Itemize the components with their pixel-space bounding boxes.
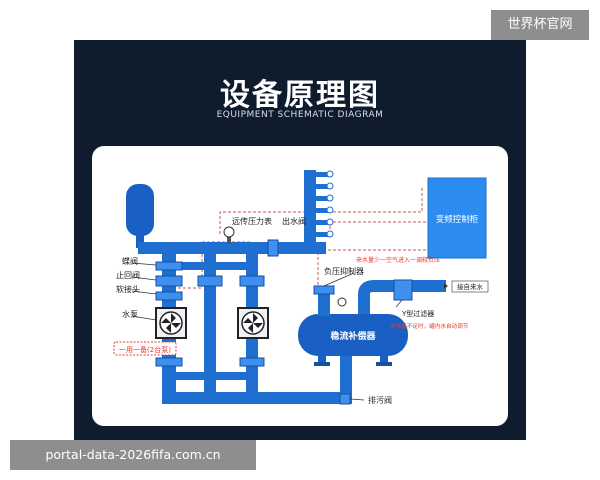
inflow-note: 来水量少一空气进入一调释负压 — [356, 256, 440, 264]
outlet-taps — [316, 172, 330, 237]
vfd-cabinet — [427, 177, 487, 259]
outlet-valve-label: 出水阀 — [282, 216, 306, 226]
y-filter-icon — [393, 279, 413, 301]
schematic-panel: 设备原理图 EQUIPMENT SCHEMATIC DIAGRAM — [74, 40, 526, 440]
pump-label: 水泵 — [122, 309, 138, 319]
schematic-diagram: 稳流补偿器 变频控制柜 远传 — [113, 170, 489, 405]
column-2 — [204, 254, 216, 394]
tank-label: 稳流补偿器 — [330, 330, 376, 342]
y-filter-label: Y型过滤器 — [401, 309, 434, 318]
standby-note: 一用一备(2台泵) — [119, 345, 171, 354]
negative-pressure-label: 负压抑制器 — [324, 266, 364, 276]
valve-fittings — [155, 261, 265, 367]
vfd-cabinet-label: 变频控制柜 — [436, 214, 479, 225]
soft-joint-label: 软接头 — [116, 284, 140, 294]
drain-valve-label: 排污阀 — [368, 395, 392, 405]
drain-valve-icon — [339, 393, 351, 405]
watermark-top-right: 世界杯官网 — [491, 10, 589, 40]
butterfly-valve-label: 蝶阀 — [122, 256, 138, 266]
negative-pressure-device — [318, 292, 330, 316]
supply-note: 来水量不足时，罐内水自动调节 — [390, 322, 469, 330]
outlet-riser — [304, 170, 316, 254]
inlet-pipe — [358, 280, 446, 314]
page-subtitle: EQUIPMENT SCHEMATIC DIAGRAM — [216, 110, 384, 120]
check-valve-label: 止回阀 — [116, 270, 140, 280]
pressure-gauge-icon — [223, 226, 235, 244]
bottom-suction-pipe — [162, 392, 352, 404]
outlet-valve-icon — [267, 239, 279, 257]
diagram-card: 稳流补偿器 变频控制柜 远传 — [92, 146, 508, 426]
page-title: 设备原理图 — [220, 78, 380, 113]
tap-water-label: 接自来水 — [457, 282, 484, 291]
top-header-pipe — [138, 242, 326, 254]
remote-gauge-label: 远传压力表 — [232, 216, 272, 226]
pump-2-icon — [237, 307, 269, 339]
pump-1-icon — [155, 307, 187, 339]
pressure-tank-icon — [126, 184, 154, 248]
compensator-tank-icon — [298, 314, 408, 366]
standby-note-box — [113, 341, 177, 356]
watermark-bottom-left: portal-data-2026fifa.com.cn — [10, 440, 256, 470]
